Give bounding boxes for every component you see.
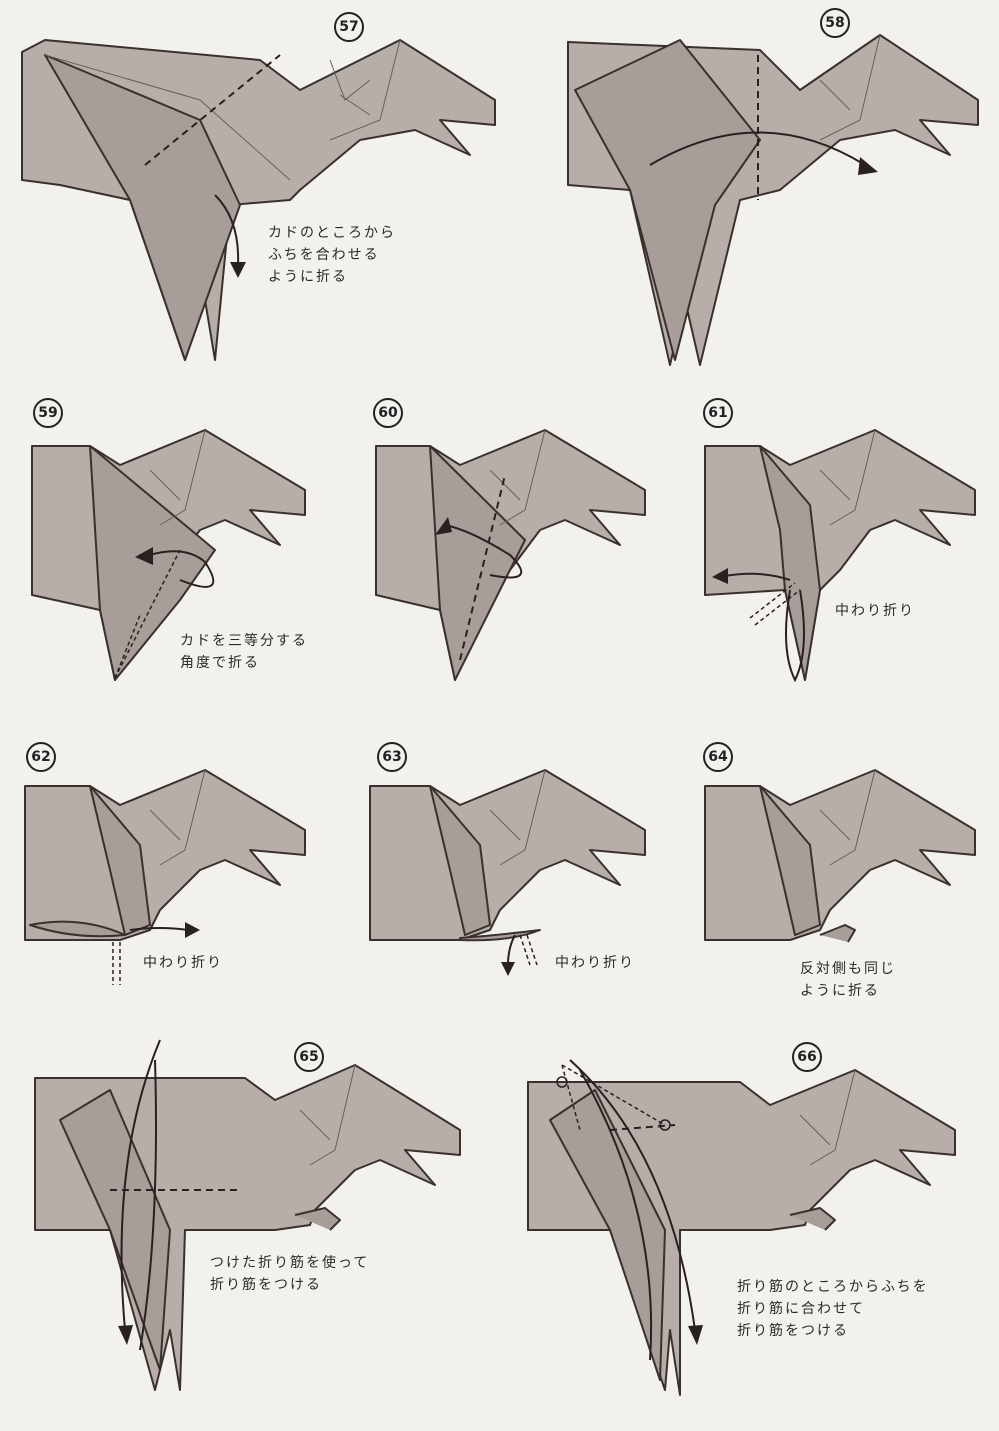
step-63: 63 中わり折り: [340, 730, 670, 1010]
step-58: 58: [500, 0, 999, 380]
caption-line: カドのところから: [268, 225, 396, 241]
step-57: 57 カドのところから ふちを合わせる ように折る: [0, 0, 500, 380]
step-64-diagram: [704, 769, 976, 943]
step-caption: カドを三等分する 角度で折る: [180, 630, 308, 674]
step-60: 60: [340, 390, 670, 700]
step-number: 59: [33, 398, 63, 428]
step-62: 62 中わり折り: [0, 730, 340, 1010]
step-caption: つけた折り筋を使って 折り筋をつける: [210, 1252, 369, 1296]
step-65: 65 つけた折り筋を使って 折り筋をつける: [0, 1030, 500, 1431]
caption-line: 角度で折る: [180, 655, 260, 671]
step-66-diagram: [527, 1059, 956, 1396]
step-number: 65: [294, 1042, 324, 1072]
caption-line: 折り筋のところからふちを: [737, 1279, 929, 1295]
step-caption: 折り筋のところからふちを 折り筋に合わせて 折り筋をつける: [737, 1276, 929, 1342]
step-59: 59 カドを三等分する 角度で折る: [0, 390, 340, 700]
caption-line: 折り筋をつける: [737, 1323, 849, 1339]
step-number: 57: [334, 12, 364, 42]
step-61: 61 中わり折り: [670, 390, 999, 700]
step-59-diagram: [31, 429, 306, 681]
step-61-diagram: [704, 429, 976, 683]
step-65-diagram: [34, 1039, 461, 1391]
step-number: 58: [820, 8, 850, 38]
caption-line: カドを三等分する: [180, 633, 308, 649]
caption-line: 中わり折り: [835, 603, 915, 619]
caption-line: ように折る: [268, 269, 348, 285]
step-number: 62: [26, 742, 56, 772]
step-number: 60: [373, 398, 403, 428]
step-57-diagram: [21, 39, 496, 361]
step-66: 66 折り筋のところからふちを 折り筋に合わせて 折り筋をつける: [500, 1030, 999, 1431]
step-caption: カドのところから ふちを合わせる ように折る: [268, 222, 396, 288]
caption-line: ふちを合わせる: [268, 247, 380, 263]
step-number: 61: [703, 398, 733, 428]
step-63-diagram: [369, 769, 646, 976]
step-60-diagram: [375, 429, 646, 681]
caption-line: つけた折り筋を使って: [210, 1255, 370, 1271]
step-caption: 中わり折り: [143, 952, 223, 974]
step-caption: 中わり折り: [835, 600, 915, 622]
caption-line: 中わり折り: [143, 955, 223, 971]
caption-line: 折り筋をつける: [210, 1277, 322, 1293]
step-number: 64: [703, 742, 733, 772]
caption-line: 中わり折り: [555, 955, 635, 971]
step-number: 63: [377, 742, 407, 772]
caption-line: ように折る: [800, 983, 880, 999]
step-caption: 反対側も同じ ように折る: [800, 958, 896, 1002]
caption-line: 反対側も同じ: [800, 961, 896, 977]
step-64: 64 反対側も同じ ように折る: [670, 730, 999, 1010]
step-number: 66: [792, 1042, 822, 1072]
caption-line: 折り筋に合わせて: [737, 1301, 865, 1317]
step-58-diagram: [567, 34, 979, 366]
step-62-diagram: [24, 769, 306, 985]
step-caption: 中わり折り: [555, 952, 635, 974]
